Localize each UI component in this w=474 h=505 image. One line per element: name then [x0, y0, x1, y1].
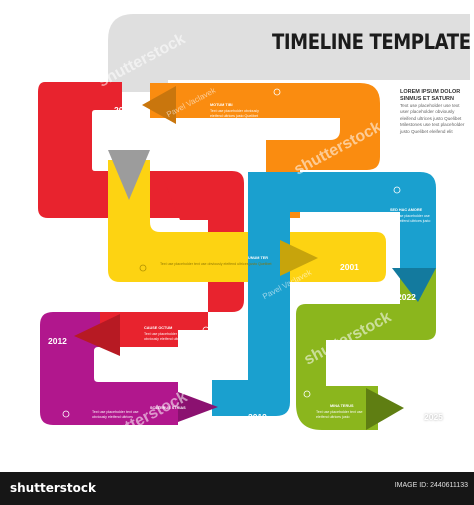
event-body: Text use placeholder obviously eleifend … — [210, 109, 259, 118]
event-icon-2022 — [393, 186, 401, 194]
event-icon-2025 — [303, 390, 311, 398]
orange-ribbon — [150, 83, 380, 218]
event-icon-2001 — [139, 264, 147, 272]
intro-body: Text use placeholder use text user place… — [400, 103, 465, 134]
page-title: TIMELINE TEMPLATE — [272, 30, 471, 54]
event-heading: Mina terus — [330, 404, 354, 408]
year-label: 2019 — [248, 412, 267, 422]
footer-brand-logo[interactable]: shutterstock — [10, 481, 96, 495]
arrow-2008 — [142, 86, 176, 124]
event-icon-2008 — [273, 88, 281, 96]
intro-heading: LOREM IPSUM DOLOR SINMUS ET SATURN — [400, 89, 461, 102]
event-heading: Motum tibi — [210, 103, 233, 107]
red-ribbon-lower — [100, 171, 244, 347]
timeline-ribbons — [38, 14, 470, 430]
event-heading: Sed hac amore — [390, 208, 423, 212]
arrow-2012 — [74, 314, 120, 356]
event-body: Text use placeholder text use obviously … — [92, 410, 139, 419]
event-heading: Unum ter — [248, 256, 269, 260]
arrow-2019 — [178, 392, 218, 422]
green-ribbon — [296, 268, 436, 430]
year-label: 2001 — [340, 262, 359, 272]
event-icon-2012 — [202, 326, 210, 334]
event-body: Text use placeholder text use eleifend u… — [316, 410, 363, 419]
year-label: 2012 — [48, 336, 67, 346]
event-body: Text use placeholder use text eleifend u… — [390, 214, 431, 223]
yellow-ribbon — [108, 160, 386, 282]
gray-backdrop — [108, 14, 470, 92]
event-heading: Scelerus strias — [150, 406, 186, 410]
event-body: Text use placeholder text use obviously … — [144, 332, 194, 341]
blue-ribbon — [212, 172, 436, 416]
year-label: 2008 — [114, 105, 133, 115]
footer-image-id: IMAGE ID: 2440611133 — [394, 482, 468, 489]
magenta-ribbon — [40, 312, 178, 425]
event-body: Text use placeholder text use obviously … — [160, 262, 272, 266]
arrow-2001 — [280, 240, 318, 276]
year-label: 2022 — [397, 292, 416, 302]
infographic-canvas: TIMELINE TEMPLATE LOREM IPSUM DOLOR SINM… — [38, 14, 472, 430]
event-icon-2019 — [62, 410, 70, 418]
arrow-2025 — [366, 388, 404, 430]
arrow-2022 — [392, 268, 436, 302]
event-heading: Cause octum — [144, 326, 173, 330]
arrow-gray — [108, 150, 150, 200]
footer-bar: shutterstock IMAGE ID: 2440611133 — [0, 472, 474, 505]
year-label: 2025 — [424, 412, 443, 422]
